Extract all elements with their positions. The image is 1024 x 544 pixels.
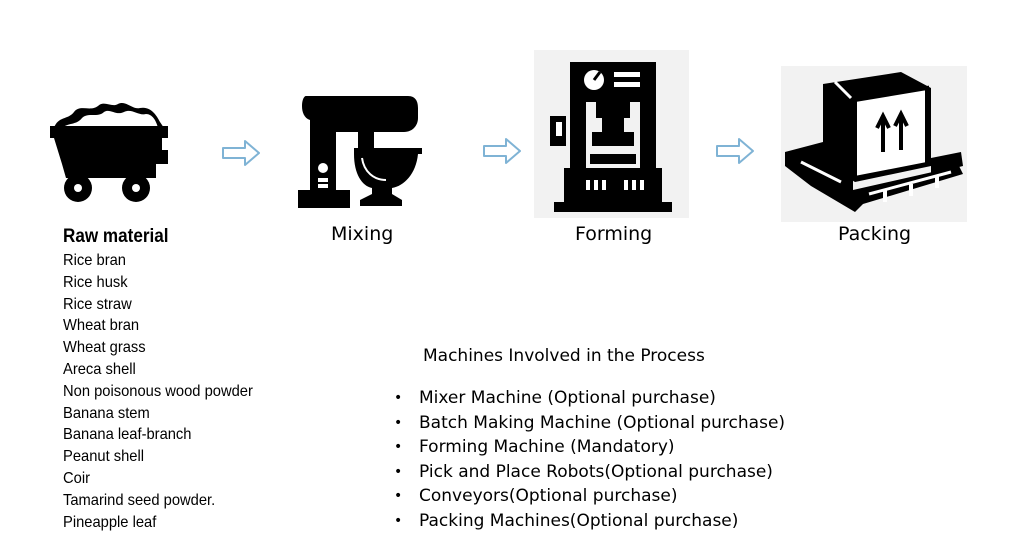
step-label-forming: Forming — [575, 223, 653, 245]
list-item: • Pick and Place Robots(Optional purchase… — [394, 460, 785, 485]
list-item: • Conveyors(Optional purchase) — [394, 484, 785, 509]
list-item: Rice straw — [63, 295, 132, 313]
list-item-label: Forming Machine (Mandatory) — [419, 437, 675, 458]
list-item: Areca shell — [63, 360, 136, 378]
bullet-icon: • — [394, 390, 403, 406]
list-item: Wheat grass — [63, 339, 146, 357]
bullet-icon: • — [394, 463, 403, 480]
bullet-icon: • — [394, 439, 403, 456]
list-item: • Forming Machine (Mandatory) — [394, 435, 785, 460]
cart-icon — [46, 98, 172, 210]
list-item: • Batch Making Machine (Optional purchase… — [394, 411, 785, 436]
machines-list: • Mixer Machine (Optional purchase) • Batc… — [394, 386, 785, 534]
list-item-label: Pick and Place Robots(Optional purchase) — [419, 461, 773, 482]
raw-material-list: Rice bran Rice husk Rice straw Wheat bra… — [63, 250, 269, 533]
mixer-icon — [296, 90, 424, 210]
raw-material-title: Raw material — [63, 226, 169, 247]
bullet-icon: • — [394, 512, 403, 529]
list-item-label: Conveyors(Optional purchase) — [419, 486, 678, 507]
list-item: Rice husk — [63, 273, 128, 291]
step-label-packing: Packing — [838, 223, 912, 245]
arrow-right-icon — [715, 137, 755, 170]
machines-title: Machines Involved in the Process — [423, 346, 705, 366]
list-item: Rice bran — [63, 252, 127, 269]
bullet-icon: • — [394, 414, 403, 431]
arrow-right-icon — [221, 139, 261, 172]
list-item-label: Packing Machines(Optional purchase) — [419, 510, 739, 531]
list-item: Coir — [63, 469, 90, 487]
list-item-label: Mixer Machine (Optional purchase) — [419, 388, 716, 408]
list-item: • Mixer Machine (Optional purchase) — [394, 386, 785, 411]
list-item: Banana stem — [63, 404, 150, 422]
list-item: Non poisonous wood powder — [63, 382, 253, 400]
list-item: Pineapple leaf — [63, 513, 157, 531]
list-item: Peanut shell — [63, 448, 145, 466]
list-item: Banana leaf-branch — [63, 426, 192, 444]
press-machine-icon — [534, 50, 689, 218]
list-item-label: Batch Making Machine (Optional purchase) — [419, 412, 786, 433]
list-item: Tamarind seed powder. — [63, 491, 216, 509]
list-item: Wheat bran — [63, 317, 140, 335]
bullet-icon: • — [394, 488, 403, 505]
list-item: • Packing Machines(Optional purchase) — [394, 509, 785, 534]
arrow-right-icon — [482, 137, 522, 170]
package-pallet-icon — [781, 66, 967, 222]
step-label-mixing: Mixing — [331, 223, 394, 245]
